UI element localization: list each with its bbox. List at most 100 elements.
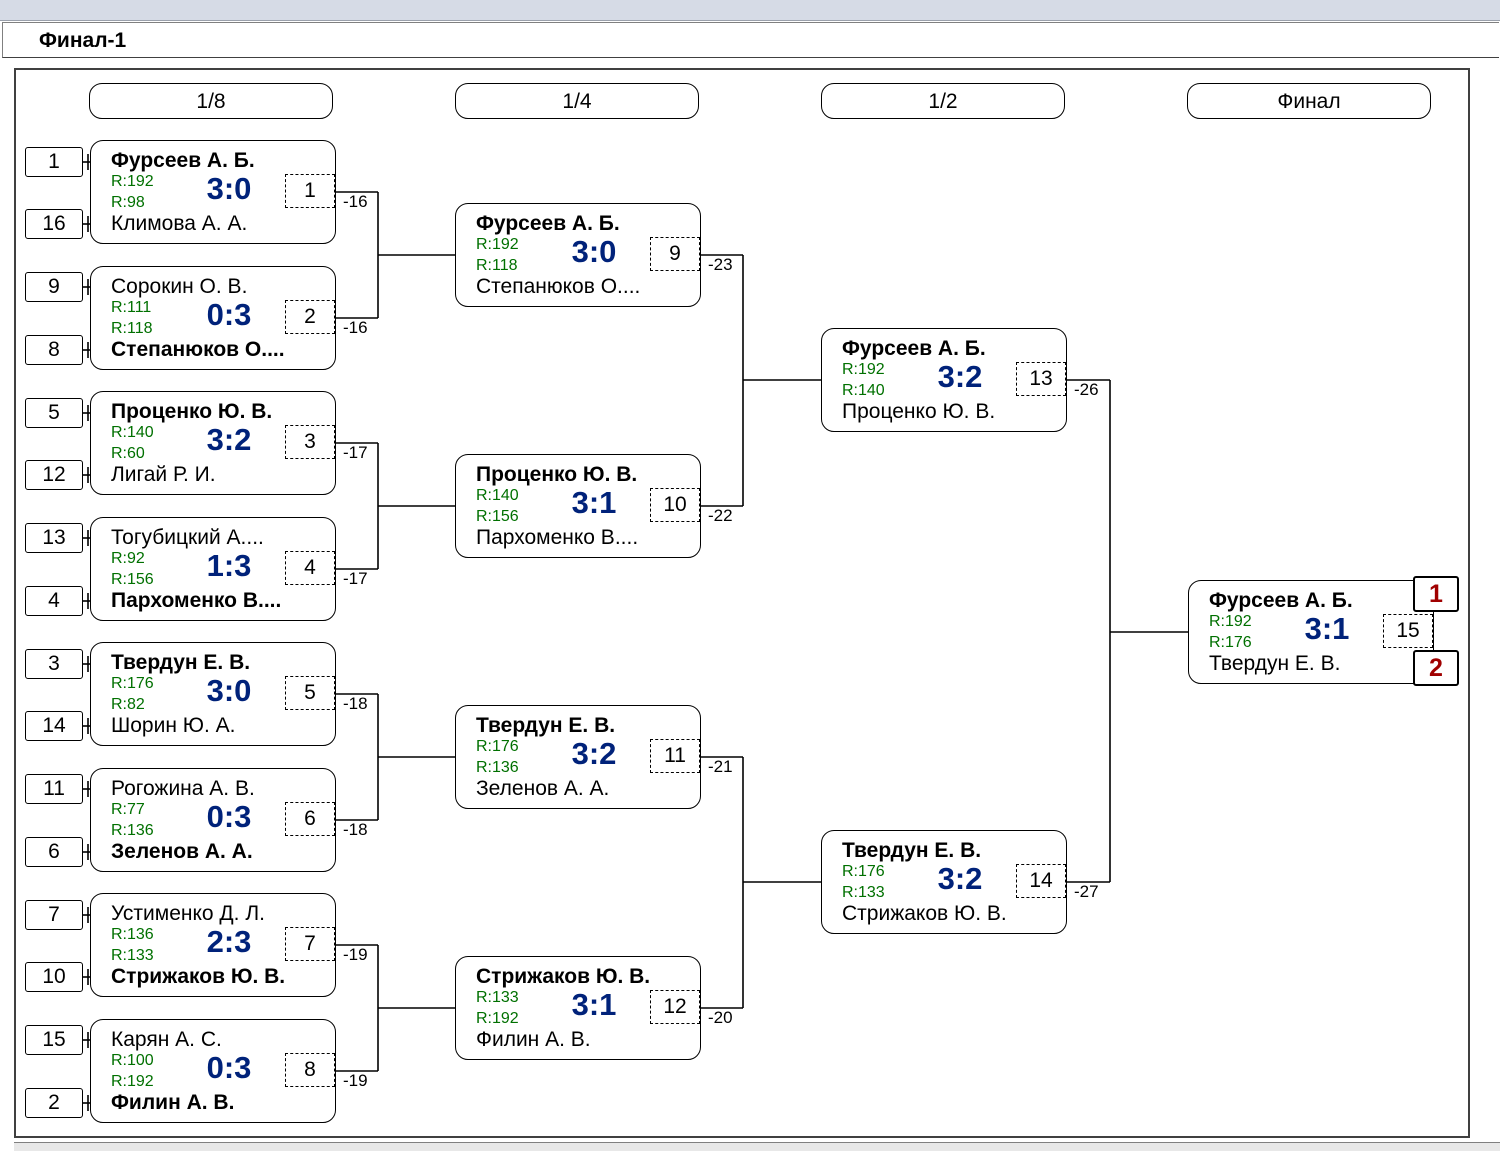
match-number: 13 (1016, 362, 1066, 396)
round-header-1-4: 1/4 (455, 83, 699, 119)
player-bottom: Проценко Ю. В. (842, 400, 996, 423)
round-header-1-2: 1/2 (821, 83, 1065, 119)
loser-destination: -19 (343, 1071, 368, 1090)
rating-bottom: R:156 (476, 508, 519, 525)
match-score: 3:1 (1304, 611, 1350, 646)
seed-box: 11 (25, 774, 83, 804)
tab-header[interactable]: Финал-1 (2, 22, 1499, 58)
rating-bottom: R:192 (476, 1010, 519, 1027)
seed-box: 9 (25, 272, 83, 302)
loser-destination: -19 (343, 945, 368, 964)
seed-box: 7 (25, 900, 83, 930)
player-top: Твердун Е. В. (111, 651, 251, 674)
loser-destination: -16 (343, 192, 368, 211)
rating-top: R:192 (111, 173, 154, 190)
match-number: 1 (285, 174, 335, 208)
rating-top: R:77 (111, 801, 145, 818)
rating-bottom: R:118 (111, 320, 153, 337)
match-number: 10 (650, 488, 700, 522)
player-bottom: Климова А. А. (111, 212, 248, 235)
player-top: Фурсеев А. Б. (842, 337, 986, 360)
player-top: Стрижаков Ю. В. (476, 965, 651, 988)
match-number: 8 (285, 1053, 335, 1087)
match-score: 3:0 (206, 171, 252, 206)
rating-bottom: R:118 (476, 257, 518, 274)
rating-bottom: R:192 (111, 1073, 154, 1090)
player-top: Тогубицкий А.... (111, 526, 264, 549)
seed-box: 5 (25, 398, 83, 428)
player-bottom: Филин А. В. (476, 1028, 591, 1051)
seed-box: 10 (25, 962, 83, 992)
player-top: Сорокин О. В. (111, 275, 248, 298)
loser-destination: -27 (1074, 882, 1099, 901)
match-score: 2:3 (206, 924, 252, 959)
seed-box: 15 (25, 1025, 83, 1055)
rating-top: R:176 (111, 675, 154, 692)
match-number: 11 (650, 739, 700, 773)
rating-bottom: R:98 (111, 194, 145, 211)
round-header-1-8: 1/8 (89, 83, 333, 119)
rating-top: R:192 (842, 361, 885, 378)
rating-top: R:192 (476, 236, 519, 253)
rating-top: R:100 (111, 1052, 154, 1069)
rating-bottom: R:133 (842, 884, 885, 901)
loser-destination: -18 (343, 694, 368, 713)
player-bottom: Лигай Р. И. (111, 463, 216, 486)
player-bottom: Стрижаков Ю. В. (111, 965, 286, 988)
match-number: 14 (1016, 864, 1066, 898)
loser-destination: -22 (708, 506, 733, 525)
window-top-strip (0, 0, 1500, 21)
rating-bottom: R:82 (111, 696, 145, 713)
match-score: 0:3 (206, 1050, 252, 1085)
player-top: Фурсеев А. Б. (476, 212, 620, 235)
rating-top: R:111 (111, 299, 152, 316)
rating-bottom: R:136 (111, 822, 154, 839)
player-top: Карян А. С. (111, 1028, 222, 1051)
loser-destination: -17 (343, 569, 368, 588)
player-top: Устименко Д. Л. (111, 902, 265, 925)
scrollbar-strip[interactable] (14, 1142, 1500, 1151)
rating-top: R:92 (111, 550, 145, 567)
player-bottom: Твердун Е. В. (1209, 652, 1341, 675)
rating-top: R:192 (1209, 613, 1252, 630)
final-place-2: 2 (1413, 650, 1459, 686)
match-score: 3:2 (206, 422, 252, 457)
player-bottom: Зеленов А. А. (111, 840, 253, 863)
player-top: Фурсеев А. Б. (1209, 589, 1353, 612)
rating-bottom: R:60 (111, 445, 145, 462)
match-score: 3:1 (571, 987, 617, 1022)
loser-destination: -16 (343, 318, 368, 337)
page-title: Финал-1 (39, 29, 127, 52)
final-place-1: 1 (1413, 576, 1459, 612)
loser-destination: -23 (708, 255, 733, 274)
match-score: 3:0 (571, 234, 617, 269)
player-bottom: Степанюков О.... (476, 275, 641, 298)
match-number: 2 (285, 300, 335, 334)
match-number: 4 (285, 551, 335, 585)
seed-box: 13 (25, 523, 83, 553)
seed-box: 16 (25, 209, 83, 239)
round-header-final: Финал (1187, 83, 1431, 119)
rating-top: R:140 (111, 424, 154, 441)
loser-destination: -20 (708, 1008, 733, 1027)
loser-destination: -21 (708, 757, 733, 776)
match-number: 12 (650, 990, 700, 1024)
rating-bottom: R:136 (476, 759, 519, 776)
seed-box: 8 (25, 335, 83, 365)
